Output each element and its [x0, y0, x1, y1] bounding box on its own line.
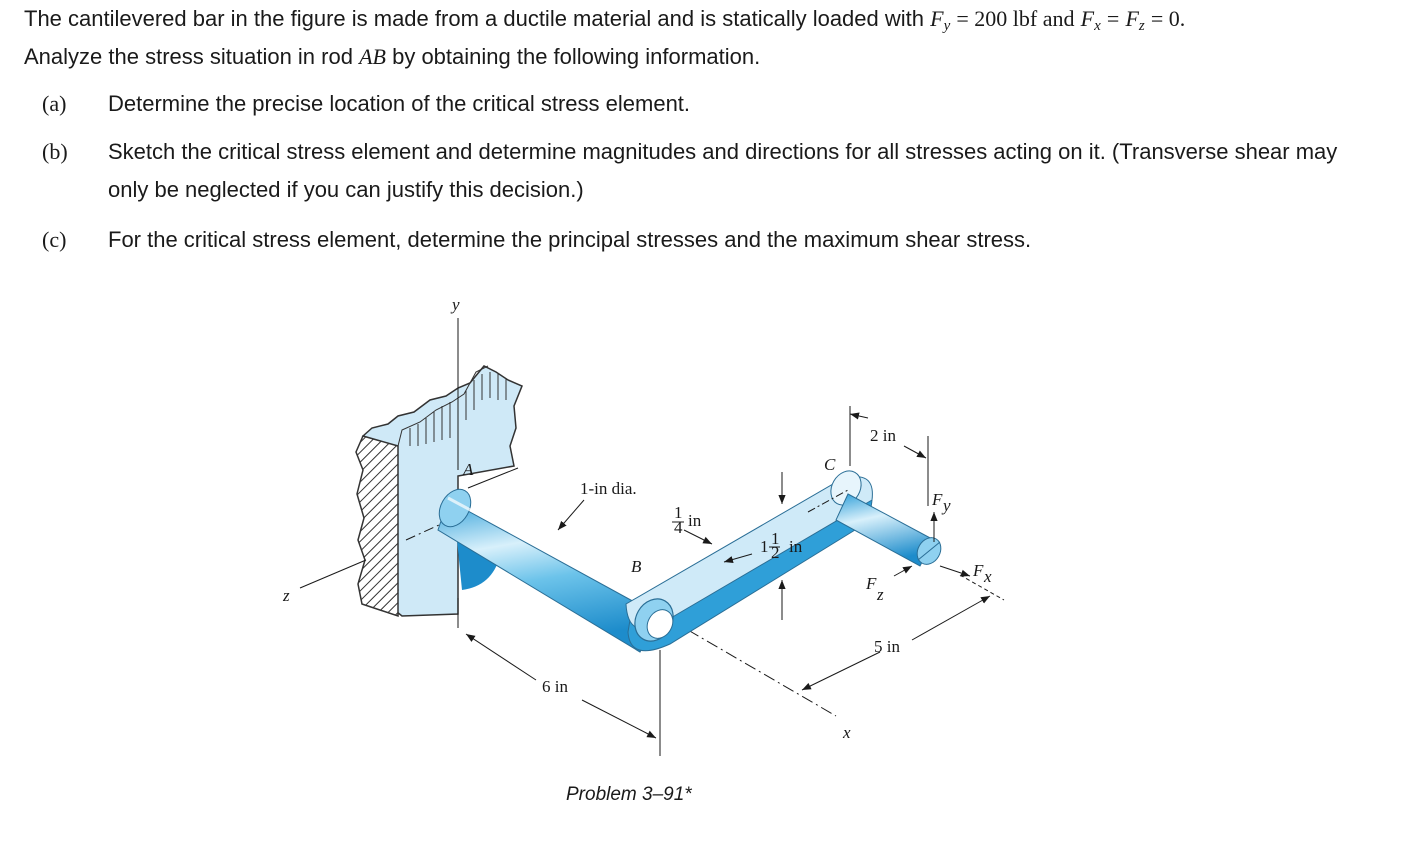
- label-point-b: B: [631, 557, 642, 576]
- label-5in: 5 in: [874, 637, 900, 656]
- rod-c: [835, 493, 942, 567]
- svg-text:1: 1: [771, 529, 780, 548]
- svg-text:in: in: [789, 537, 803, 556]
- svg-text:2: 2: [771, 543, 780, 562]
- svg-text:in: in: [688, 511, 702, 530]
- label-force-z: F z: [865, 574, 884, 604]
- axis-y-label: y: [450, 295, 460, 314]
- axis-z-label: z: [282, 586, 290, 605]
- svg-text:z: z: [876, 585, 884, 604]
- label-point-a: A: [462, 460, 474, 479]
- wall-support: [355, 365, 523, 618]
- axes: y z x: [282, 295, 851, 742]
- dimensions: [465, 406, 1005, 756]
- svg-text:F: F: [865, 574, 877, 593]
- label-force-x: F x: [972, 561, 992, 586]
- figure-caption: Problem 3–91*: [566, 784, 692, 805]
- intro-line-1: The cantilevered bar in the figure is ma…: [24, 6, 1186, 34]
- label-point-c: C: [824, 455, 836, 474]
- svg-text:y: y: [941, 496, 951, 515]
- problem-statement: The cantilevered bar in the figure is ma…: [24, 0, 1394, 76]
- label-2in: 2 in: [870, 426, 896, 445]
- svg-text:x: x: [983, 567, 992, 586]
- label-6in: 6 in: [542, 677, 568, 696]
- lever-bc: [625, 470, 873, 652]
- rod-ab: [437, 488, 665, 653]
- svg-text:F: F: [931, 490, 943, 509]
- svg-text:1: 1: [674, 503, 683, 522]
- svg-text:1: 1: [760, 537, 769, 556]
- label-force-y: F y: [931, 490, 951, 515]
- label-diameter: 1-in dia.: [580, 479, 637, 498]
- svg-text:4: 4: [674, 518, 683, 537]
- label-thickness: 1 4 in: [672, 503, 702, 537]
- svg-text:F: F: [972, 561, 984, 580]
- intro-line-2: Analyze the stress situation in rod AB b…: [24, 44, 761, 69]
- axis-x-label: x: [842, 723, 851, 742]
- label-width: 1 1 2 in: [760, 529, 803, 562]
